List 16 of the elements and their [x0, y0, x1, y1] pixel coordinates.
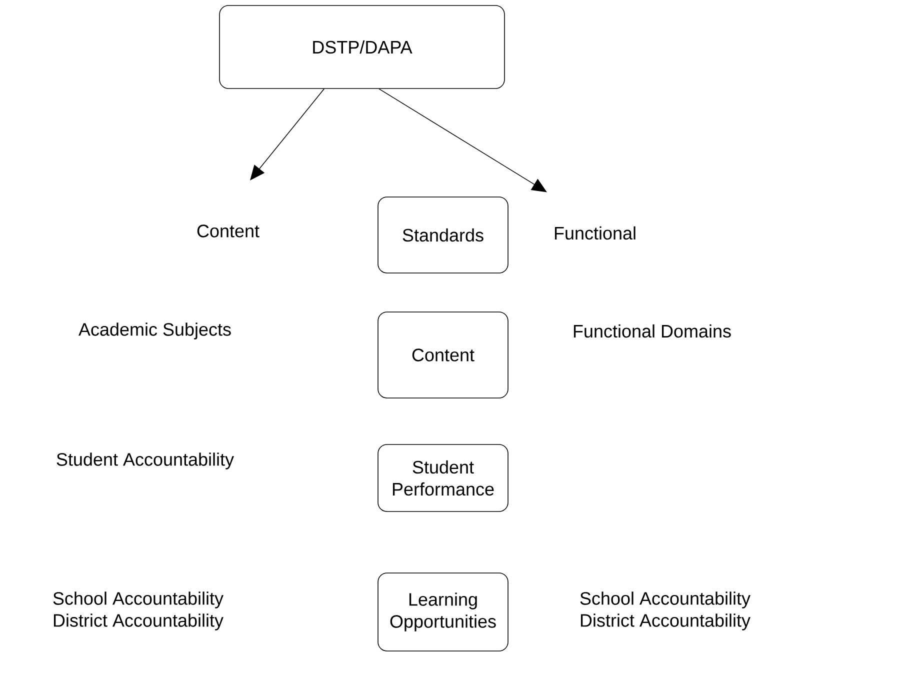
process-box: Content — [378, 312, 508, 398]
process-box: Student Performance — [378, 444, 508, 512]
label-text: District Accountability — [580, 614, 750, 630]
label-text: District Accountability — [54, 614, 224, 630]
category-label: Functional — [554, 226, 636, 240]
label-text: Functional Domains — [574, 324, 731, 338]
process-box: DSTP/DAPA — [219, 5, 505, 89]
arrow — [378, 88, 547, 192]
process-box: Standards — [378, 196, 508, 274]
arrow — [250, 88, 324, 180]
label-text: Student Accountability — [56, 452, 234, 470]
process-box: Learning Opportunities — [378, 572, 508, 652]
category-label: Content — [197, 224, 260, 238]
label-text: School Accountability — [580, 592, 750, 608]
label-text: School Accountability — [53, 592, 224, 608]
label-text: Academic Subjects — [78, 322, 231, 340]
